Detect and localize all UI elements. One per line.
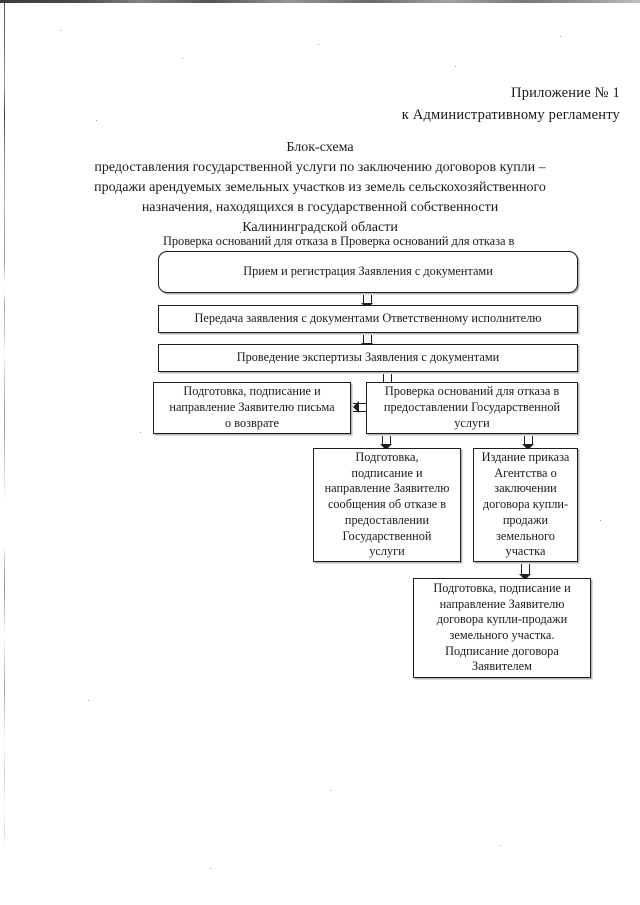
flow-box-transfer-label: Передача заявления с документами Ответст…: [194, 311, 542, 326]
title-line-5: Калининградской области: [242, 219, 398, 235]
flow-box-return-letter: Подготовка, подписание и направление Зая…: [153, 382, 351, 434]
scan-speck: [560, 36, 561, 37]
scan-speck: [240, 232, 241, 233]
flow-box-refusal-notice-label: Подготовка, подписание и направление Зая…: [324, 449, 450, 559]
flow-box-expertise: Проведение экспертизы Заявления с докуме…: [158, 344, 578, 372]
flow-box-order-issue-label: Издание приказа Агентства о заключении д…: [481, 449, 570, 559]
connector-order-issue-to-contract: [519, 564, 531, 580]
flow-box-contract-label: Подготовка, подписание и направление Зая…: [433, 580, 571, 674]
scan-speck: [96, 120, 97, 121]
flow-box-expertise-label: Проведение экспертизы Заявления с докуме…: [236, 350, 500, 365]
appendix-header: Приложение № 1 к Административному регла…: [300, 82, 620, 127]
flow-box-refusal-check: Проверка оснований для отказа в предоста…: [366, 382, 578, 434]
title-line-1: Блок-схема: [286, 140, 354, 155]
title-line-3: продажи арендуемых земельных участков из…: [94, 179, 546, 195]
appendix-number: Приложение № 1: [511, 85, 620, 101]
title-line-4: назначения, находящихся в государственно…: [141, 199, 499, 215]
flow-box-order-issue: Издание приказа Агентства о заключении д…: [473, 448, 578, 562]
flow-box-refusal-notice: Подготовка, подписание и направление Зая…: [313, 448, 461, 562]
connector-refusal-check-to-return-letter: [353, 401, 369, 413]
scan-speck: [60, 30, 61, 31]
appendix-reference: к Административному регламенту: [401, 107, 620, 124]
scan-speck: [140, 432, 141, 433]
flow-box-return-letter-label: Подготовка, подписание и направление Зая…: [169, 384, 335, 430]
flow-box-intake-label: Прием и регистрация Заявления с документ…: [243, 264, 493, 279]
connector-refusal-check-to-order-issue: [522, 436, 534, 450]
scan-top-edge-artifact: [0, 0, 640, 3]
scan-left-edge-artifact-lower: [4, 545, 5, 845]
scan-speck: [455, 66, 456, 67]
scan-speck: [182, 58, 183, 59]
connector-refusal-check-to-refusal-notice: [380, 436, 392, 450]
scan-speck: [88, 700, 89, 701]
stray-overflow-text: Проверка оснований для отказа в Проверка…: [163, 234, 515, 248]
scan-speck: [330, 790, 331, 791]
scan-speck: [210, 868, 211, 869]
flow-box-contract: Подготовка, подписание и направление Зая…: [413, 578, 591, 678]
flow-box-transfer: Передача заявления с документами Ответст…: [158, 305, 578, 333]
scan-speck: [500, 845, 501, 846]
title-line-2: предоставления государственной услуги по…: [94, 159, 546, 175]
flow-box-refusal-check-label: Проверка оснований для отказа в предоста…: [383, 384, 561, 430]
scan-speck: [404, 210, 405, 211]
scan-left-edge-artifact: [4, 3, 5, 503]
scan-speck: [318, 44, 319, 45]
page-title: Блок-схема предоставления государственно…: [60, 138, 580, 237]
flow-box-intake: Прием и регистрация Заявления с документ…: [158, 251, 578, 293]
scan-speck: [600, 520, 601, 521]
